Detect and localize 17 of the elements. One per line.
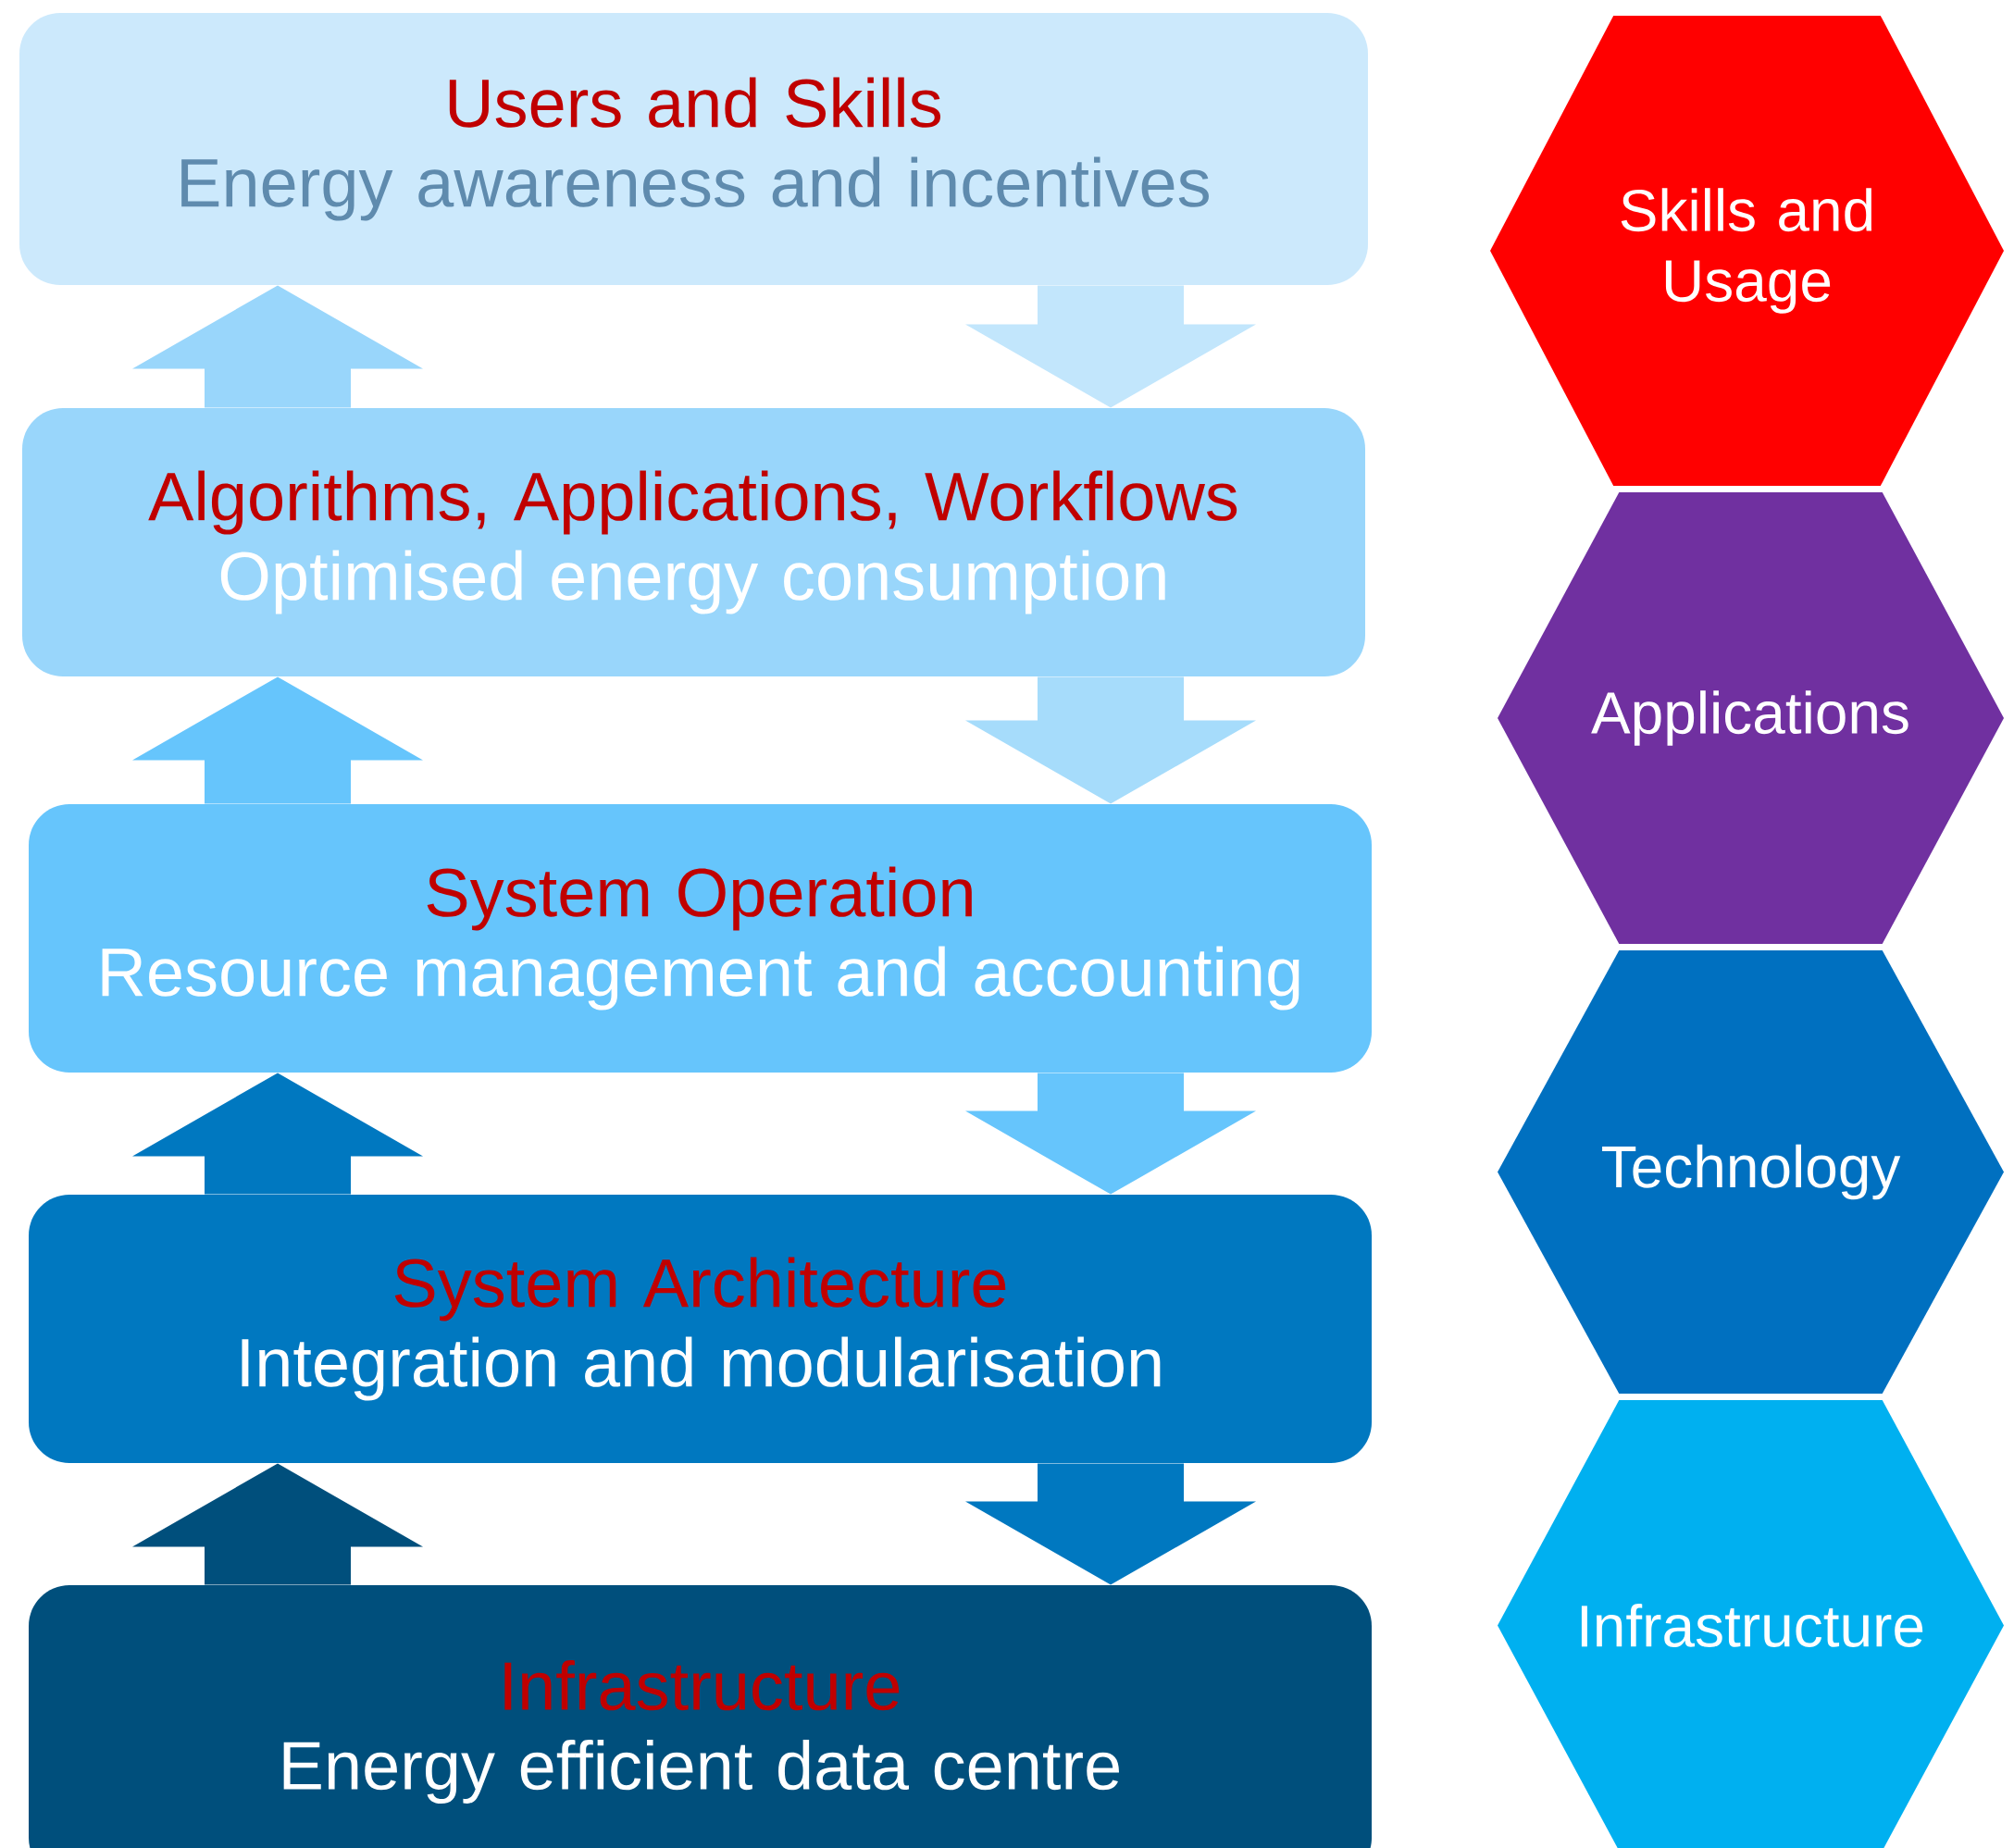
- block-arrow: [965, 676, 1256, 804]
- layer-box: Infrastructure Energy efficient data centre: [29, 1585, 1372, 1848]
- block-arrow: [132, 285, 423, 408]
- block-arrow: [965, 1463, 1256, 1585]
- layer-box: System Architecture Integration and modularisation: [29, 1195, 1372, 1463]
- layer-box: System Operation Resource management and accounting: [29, 804, 1372, 1073]
- hexagon: Applications: [1498, 492, 2004, 944]
- hexagon: Skills and Usage: [1490, 16, 2004, 486]
- block-arrow: [965, 1073, 1256, 1195]
- block-arrow: [132, 676, 423, 804]
- hexagon: Infrastructure: [1498, 1400, 2004, 1848]
- block-arrow: [965, 285, 1256, 408]
- layer-box: Algorithms, Applications, Workflows Optimised energy consumption: [22, 408, 1365, 676]
- block-arrow: [132, 1073, 423, 1195]
- hexagon: Technology: [1498, 950, 2004, 1394]
- layer-box: Users and Skills Energy awareness and incentives: [19, 13, 1368, 285]
- block-arrow: [132, 1463, 423, 1585]
